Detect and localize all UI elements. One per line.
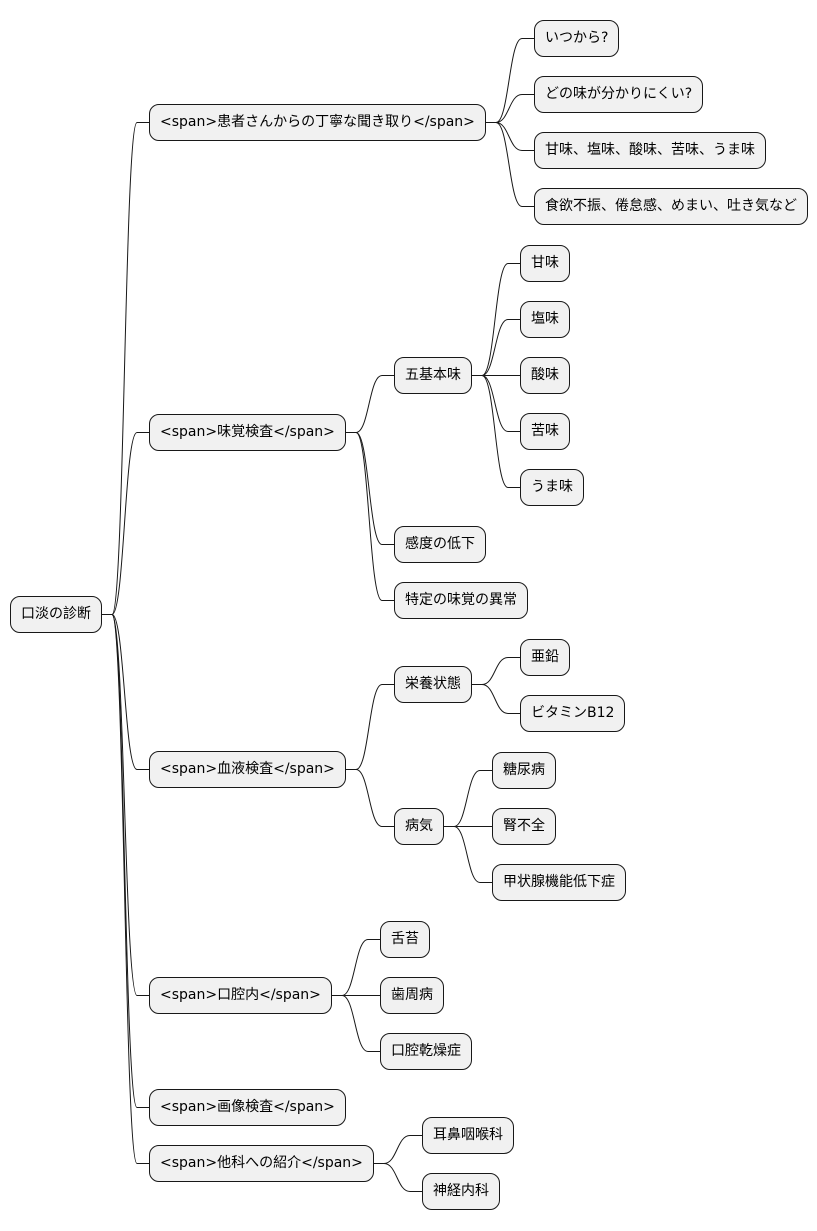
connector-disease-node-to-disease-item-diabetes (444, 770, 492, 827)
connector-nutrition-node-to-nutrition-item-zinc (472, 657, 520, 685)
connector-root-node-to-branch-blood-test (102, 614, 149, 770)
connector-branch-blood-test-to-nutrition-node (346, 684, 394, 770)
connector-root-node-to-branch-imaging (102, 614, 149, 1108)
disease-item-diabetes: 糖尿病 (492, 752, 556, 789)
history-item-tastes: 甘味、塩味、酸味、苦味、うま味 (534, 132, 766, 169)
disease-node: 病気 (394, 808, 444, 845)
branch-taste-test: <span>味覚検査</span> (149, 414, 346, 451)
taste-item-sour: 酸味 (520, 357, 570, 394)
referral-item-ent: 耳鼻咽喉科 (422, 1117, 514, 1154)
connector-five-tastes-node-to-taste-item-umami (472, 375, 520, 488)
branch-history: <span>患者さんからの丁寧な聞き取り</span> (149, 104, 486, 141)
taste-test-abnormal: 特定の味覚の異常 (394, 582, 528, 619)
taste-test-sensitivity: 感度の低下 (394, 526, 486, 563)
connector-branch-taste-test-to-taste-test-abnormal (346, 432, 394, 601)
connector-five-tastes-node-to-taste-item-salty (472, 319, 520, 376)
oral-item-periodontal: 歯周病 (380, 977, 444, 1014)
connector-root-node-to-branch-oral (102, 614, 149, 996)
history-item-onset: いつから? (534, 20, 620, 57)
branch-referral: <span>他科への紹介</span> (149, 1145, 374, 1182)
connector-root-node-to-branch-taste-test (102, 432, 149, 615)
referral-item-neuro: 神経内科 (422, 1173, 500, 1210)
nutrition-item-zinc: 亜鉛 (520, 639, 570, 676)
connector-branch-oral-to-oral-item-coating (332, 939, 380, 996)
branch-blood-test: <span>血液検査</span> (149, 751, 346, 788)
connector-branch-taste-test-to-five-tastes-node (346, 375, 394, 433)
connector-branch-history-to-history-item-which-taste (486, 94, 534, 123)
five-tastes-node: 五基本味 (394, 357, 472, 394)
disease-item-renal: 腎不全 (492, 808, 556, 845)
branch-imaging: <span>画像検査</span> (149, 1089, 346, 1126)
connector-branch-history-to-history-item-onset (486, 38, 534, 123)
connector-disease-node-to-disease-item-thyroid (444, 826, 492, 883)
connector-five-tastes-node-to-taste-item-bitter (472, 375, 520, 432)
taste-item-sweet: 甘味 (520, 245, 570, 282)
connector-branch-oral-to-oral-item-dry-mouth (332, 995, 380, 1052)
connector-nutrition-node-to-nutrition-item-b12 (472, 684, 520, 714)
root-node: 口淡の診断 (10, 596, 102, 633)
connector-branch-history-to-history-item-tastes (486, 122, 534, 151)
taste-item-umami: うま味 (520, 469, 584, 506)
disease-item-thyroid: 甲状腺機能低下症 (492, 864, 626, 901)
connector-root-node-to-branch-history (102, 122, 149, 615)
history-item-symptoms: 食欲不振、倦怠感、めまい、吐き気など (534, 188, 808, 225)
connector-branch-referral-to-referral-item-ent (374, 1135, 422, 1164)
connector-root-node-to-branch-referral (102, 614, 149, 1164)
history-item-which-taste: どの味が分かりにくい? (534, 76, 704, 113)
oral-item-dry-mouth: 口腔乾燥症 (380, 1033, 472, 1070)
nutrition-node: 栄養状態 (394, 666, 472, 703)
connector-branch-referral-to-referral-item-neuro (374, 1163, 422, 1192)
taste-item-bitter: 苦味 (520, 413, 570, 450)
nutrition-item-b12: ビタミンB12 (520, 695, 626, 732)
connector-branch-history-to-history-item-symptoms (486, 122, 534, 207)
branch-oral: <span>口腔内</span> (149, 977, 332, 1014)
connector-five-tastes-node-to-taste-item-sweet (472, 263, 520, 376)
connector-branch-blood-test-to-disease-node (346, 769, 394, 827)
taste-item-salty: 塩味 (520, 301, 570, 338)
oral-item-coating: 舌苔 (380, 921, 430, 958)
